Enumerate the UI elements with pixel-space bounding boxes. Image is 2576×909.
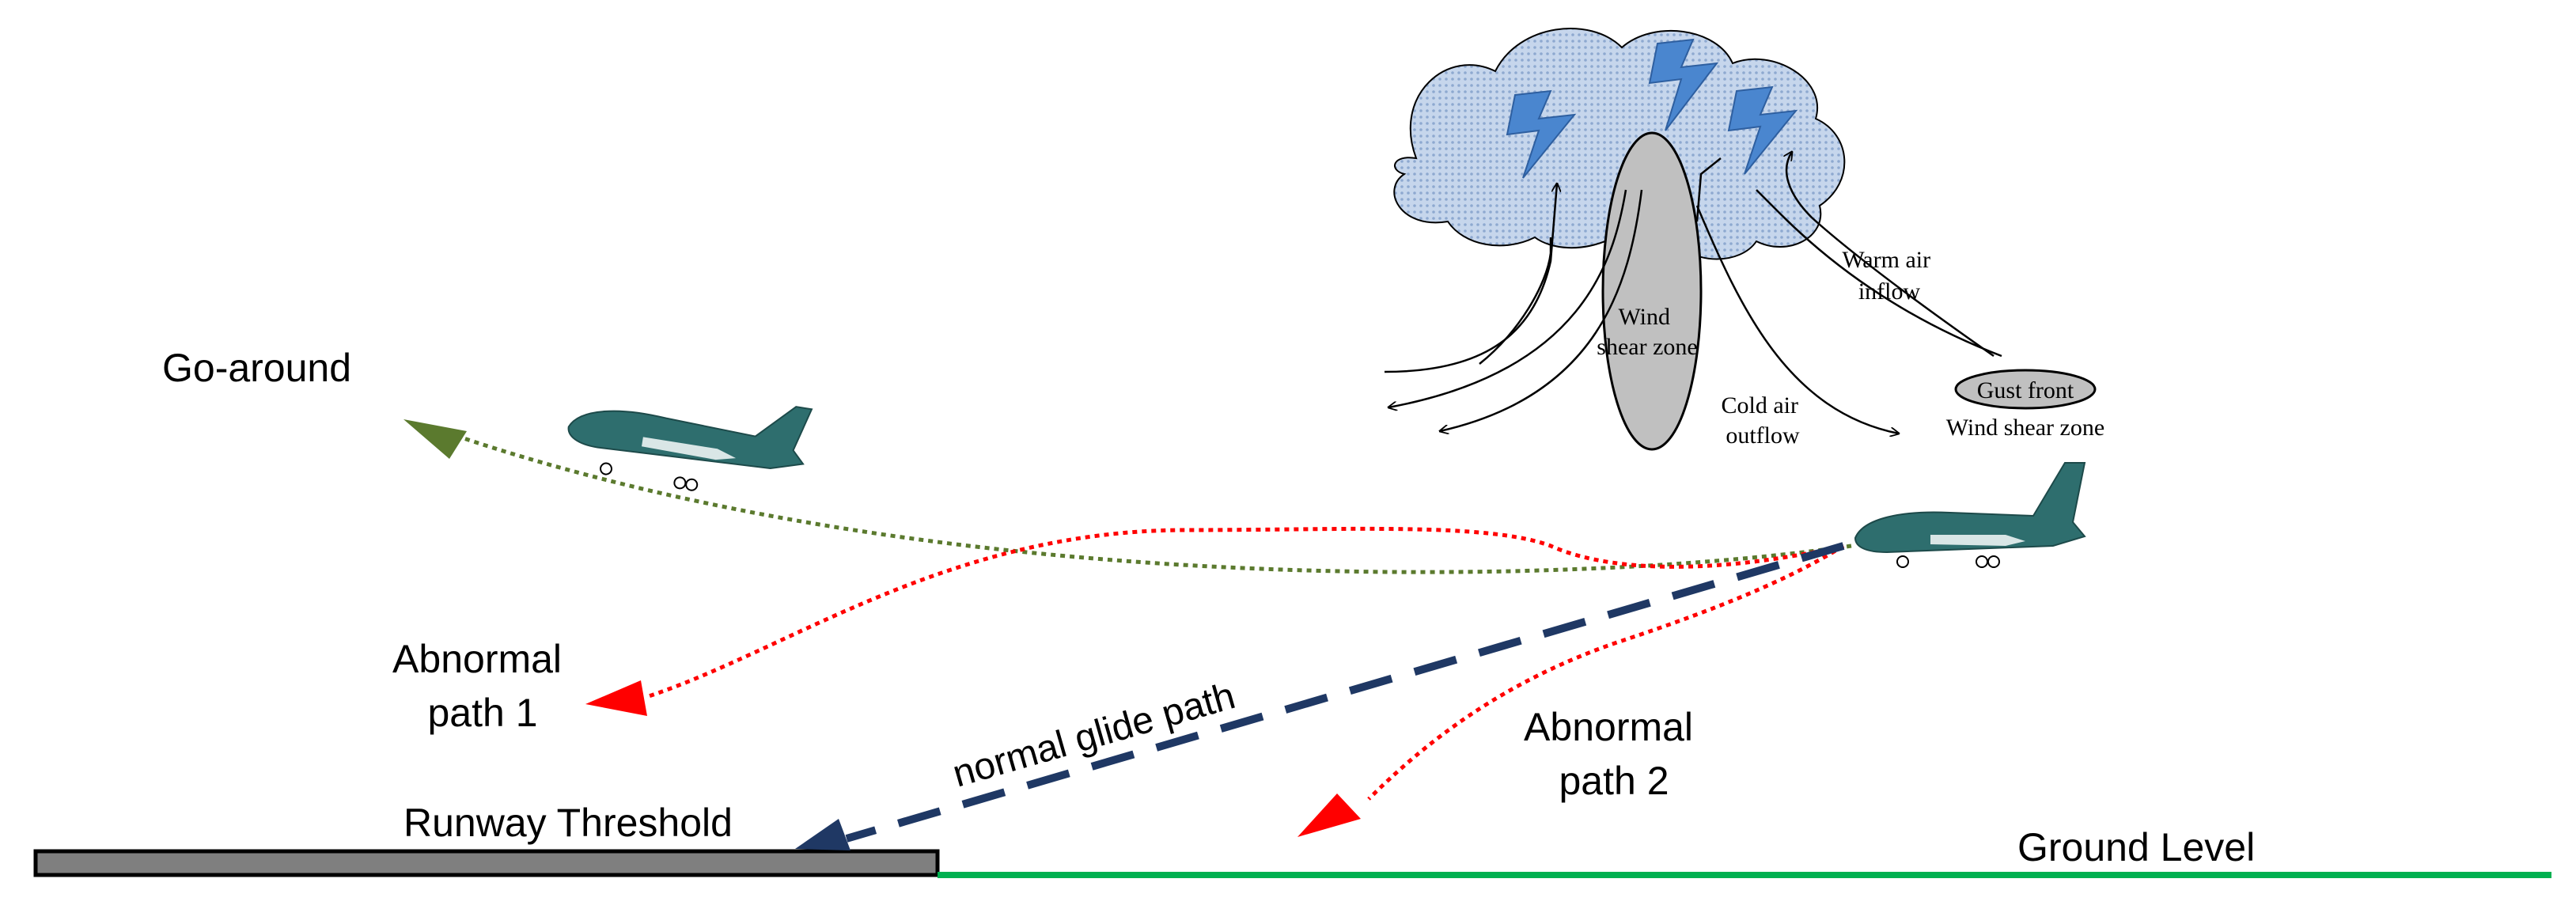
wind-shear-zone-label: Wind shear zone	[1597, 304, 1697, 360]
runway	[33, 849, 940, 877]
lightning-bolt-icon	[1727, 85, 1798, 175]
lightning-bolt-icon	[1648, 38, 1719, 131]
runway-threshold-label: Runway Threshold	[403, 801, 733, 845]
gust-wind-shear-zone-label: Wind shear zone	[1946, 415, 2104, 441]
warm-air-line2: inflow	[1858, 278, 1921, 305]
cold-air-outflow-label: Cold air outflow	[1722, 392, 1805, 449]
abnormal-path-2-label: Abnormal path 2	[1524, 705, 1704, 803]
abnormal-path-2-line1: Abnormal	[1524, 705, 1693, 749]
warm-air-inflow-label: Warm air inflow	[1842, 247, 1936, 305]
warm-air-line1: Warm air	[1842, 247, 1930, 273]
abnormal-path-1-arrowhead	[585, 680, 647, 716]
go-around-arrowhead	[403, 419, 467, 459]
wind-shear-zone	[1601, 131, 1703, 451]
normal-glide-path-arrowhead	[795, 819, 850, 850]
ground-level-label: Ground Level	[2017, 825, 2255, 869]
storm-cloud	[1393, 28, 1846, 260]
abnormal-path-1-line2: path 1	[427, 691, 537, 735]
abnormal-path-1	[648, 526, 1844, 699]
go-around-label: Go-around	[162, 346, 351, 390]
normal-glide-path	[845, 542, 1845, 843]
wind-shear-zone-line1: Wind	[1619, 304, 1670, 330]
gust-front-label: Gust front	[1977, 377, 2074, 403]
go-around-path	[458, 434, 1852, 574]
lightning-bolt-icon	[1506, 89, 1577, 179]
cold-air-line1: Cold air	[1722, 392, 1799, 419]
approaching-aircraft	[1854, 462, 2086, 568]
abnormal-path-2-line2: path 2	[1559, 759, 1669, 803]
air-flow-arrows	[1384, 152, 2002, 434]
abnormal-path-2	[1367, 544, 1845, 801]
gust-front	[1954, 369, 2097, 410]
abnormal-path-1-line1: Abnormal	[392, 637, 562, 681]
abnormal-path-2-arrowhead	[1297, 793, 1361, 837]
go-around-aircraft	[567, 406, 813, 491]
abnormal-path-1-label: Abnormal path 1	[392, 637, 573, 735]
cold-air-line2: outflow	[1726, 422, 1800, 449]
wind-shear-zone-line2: shear zone	[1597, 334, 1697, 360]
